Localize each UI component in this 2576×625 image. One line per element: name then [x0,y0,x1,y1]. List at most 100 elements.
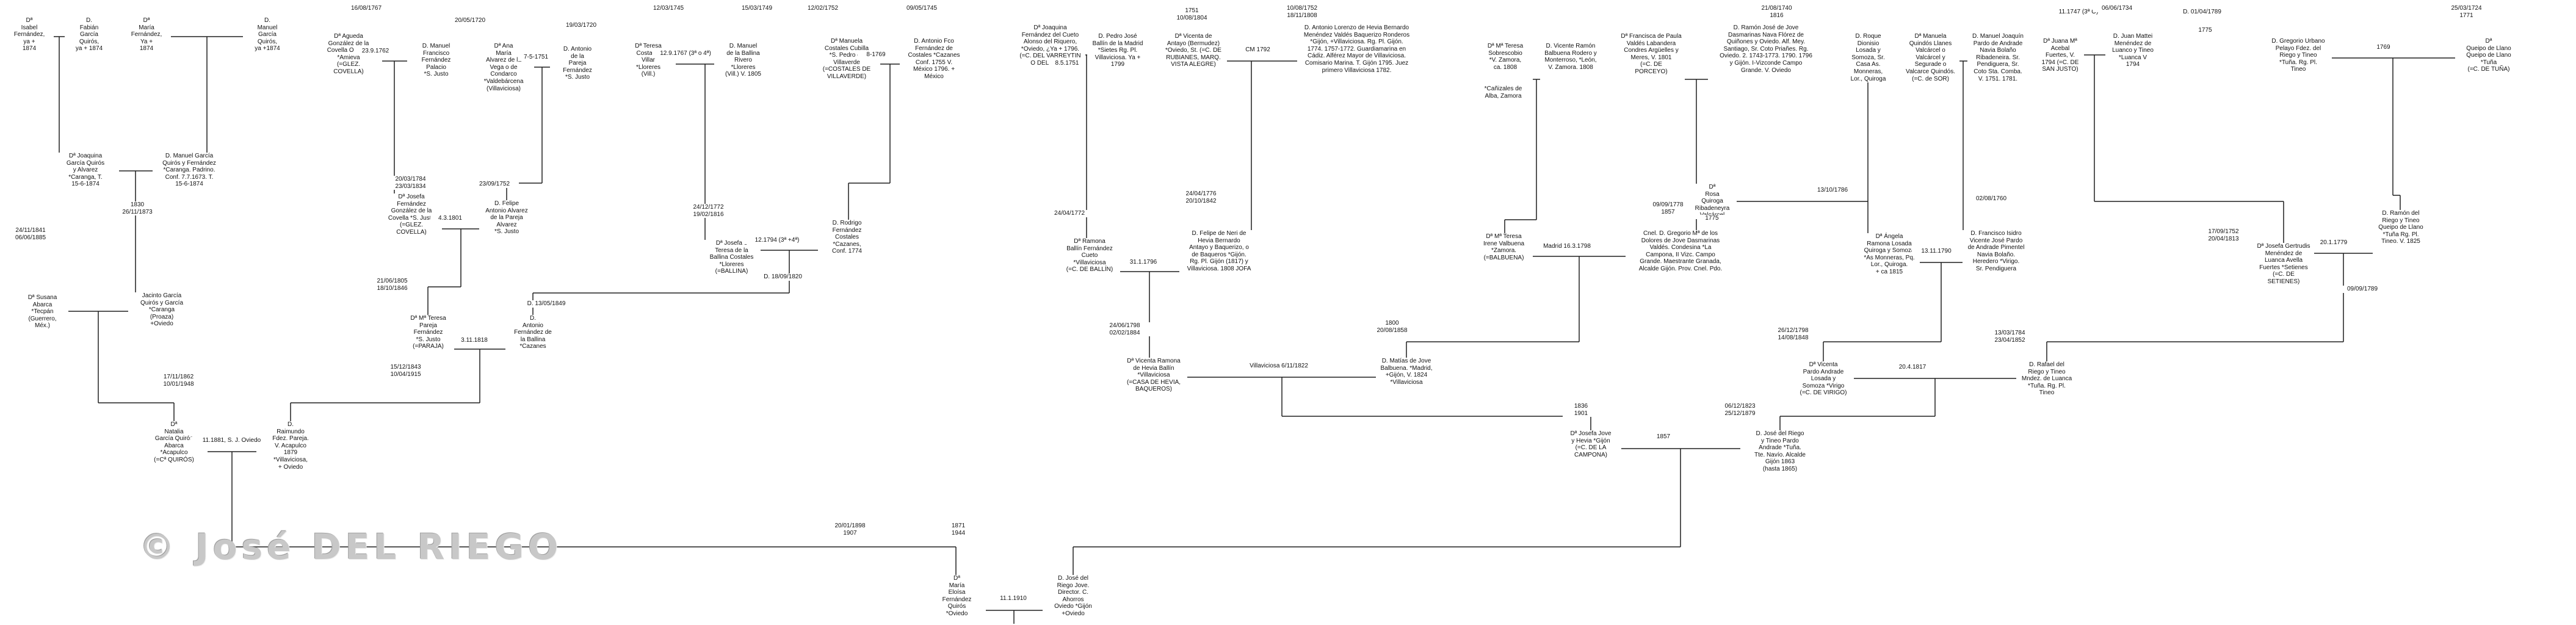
date-label: 4.3.1801 [430,215,470,222]
person-node-pedro-jose-ballin: D. Pedro José Ballín de la Madrid *Siete… [1087,33,1148,68]
date-label: 8.5.1751 [1049,60,1085,67]
date-label: 16/08/1767 [342,5,391,12]
date-label: 8-1769 [858,51,894,59]
person-node-josefa-teresa-ballina-costales: Dª Josefa o Teresa de la Ballina Costale… [703,240,761,275]
person-node-teresa-pareja-fernandez: Dª Mª Teresa Pareja Fernández *S. Justo … [402,315,454,350]
person-node-maria-fernandez: Dª María Fernández, Ya + 1874 [122,17,171,52]
person-node-vicente-ramon-balbuena: D. Vicente Ramón Balbuena Rodero y Monte… [1540,43,1601,71]
person-node-antonio-fco-fernandez-costales: D. Antonio Fco Fernández de Costales *Ca… [900,38,968,81]
date-label: 09/09/1789 [2338,286,2387,293]
date-label: D. 01/04/1789 [2173,9,2231,16]
person-node-jose-riego-jove: D. José del Riego Jove. Director. C. Aho… [1043,575,1104,618]
person-node-fabian-garcia-quiros: D. Fabián García Quirós, ya + 1874 [65,17,114,52]
person-node-francisco-isidro-pardo: D. Francisco Isidro Vicente José Pardo d… [1963,230,2030,273]
date-label: 20/05/1720 [446,17,494,24]
date-label: 09/09/1778 1857 [1642,201,1694,215]
date-label: 12.9.1767 (3ª o 4ª) [652,50,719,57]
date-label: 1751 10/08/1804 [1166,7,1218,21]
date-label: 15/12/1843 10/04/1915 [380,364,432,378]
person-node-felipe-alvarez-pareja: D. Felipe Antonio Alvarez de la Pareja A… [479,200,534,236]
person-node-jacinto-garcia-quiros: Jacinto García Quirós y García *Caranga … [128,292,195,328]
date-label: 24/06/1798 02/02/1884 [1099,322,1151,336]
person-node-vicenta-antayo: Dª Vicenta de Antayo (Bermudez) *Oviedo,… [1160,33,1227,68]
person-node-teresa-irene-valbuena: Dª Mª Teresa Irene Valbuena *Zamora. (=B… [1475,233,1533,262]
date-label: 21/08/1740 1816 [1751,5,1803,19]
date-label: 10/08/1752 18/11/1808 [1275,5,1330,19]
person-node-felipe-neri-hevia: D. Felipe de Neri de Hevia Bernardo Anta… [1179,230,1259,273]
date-label: 09/05/1745 [897,5,946,12]
person-node-gregorio-jove-dasmarinas: Cnel. D. Gregorio Mª de los Dolores de J… [1626,230,1735,273]
date-label: CM 1792 [1238,46,1278,54]
date-label: 17/11/1862 10/01/1948 [153,374,204,388]
person-node-antonio-lorenzo-hevia: D. Antonio Lorenzo de Hevia Bernardo Men… [1297,24,1416,74]
date-label: 20.1.1779 [2312,239,2355,247]
date-label: 21/06/1805 18/10/1846 [366,278,418,292]
date-label: 1836 1901 [1563,403,1599,417]
person-node-ramona-ballin: Dª Ramona Ballín Fernández Cueto *Villav… [1059,238,1120,273]
date-label: *Cañizales de Alba, Zamora [1474,85,1532,99]
date-label: 1800 20/08/1858 [1366,320,1418,334]
date-label: 17/09/1752 20/04/1813 [2198,228,2249,242]
person-node-manuela-costales-cubilla: Dª Manuela Costales Cubilla *S. Pedro de… [813,38,880,81]
person-node-joaquina-fernandez-cueto: Dª Joaquina Fernández del Cueto Alonso d… [1015,24,1085,67]
date-label: 20/01/1898 1907 [824,522,876,536]
date-label: 7-5-1751 [518,54,554,61]
date-label: Madrid 16.3.1798 [1533,243,1601,250]
date-label: D. 18/09/1820 [754,273,812,281]
person-node-rodrigo-fernandez-costales: D. Rodrigo Fernández Costales *Cazanes, … [818,220,876,255]
date-label: 13/10/1786 [1808,187,1857,194]
date-label: 13/03/1784 23/04/1852 [1984,330,2036,344]
date-label: 24/12/1772 19/02/1816 [682,204,734,218]
person-node-ana-maria-alvarez-vega: Dª Ana María Alvarez de la Vega o de Con… [473,43,534,93]
date-label: 25/03/1724 1771 [2440,5,2492,19]
person-node-raimundo-fdez-pareja: D. Raimundo Fdez. Pareja. V. Acapulco 18… [256,421,325,471]
date-label: 1830 26/11/1873 [113,201,162,215]
date-label: 1775 [2191,27,2219,34]
person-node-francisca-paula-valdes: Dª Francisca de Paula Valdés Labandera C… [1618,33,1685,76]
date-label: 20/03/1784 23/03/1834 [385,176,436,190]
date-label: 1871 1944 [940,522,977,536]
person-node-rosa-quiroga: Dª Rosa Quiroga Ribadeneyra Valcárcel [1688,184,1737,219]
date-label: 06/12/1823 25/12/1879 [1714,403,1766,417]
date-label: 06/06/1734 [2093,5,2141,12]
date-label: 1775 [1698,215,1726,222]
person-node-roque-dionisio-losada: D. Roque Dionisio Losada y Somoza, Sr. C… [1842,33,1894,83]
date-label: 23.9.1762 [354,48,397,55]
date-label: 1769 [2370,44,2397,51]
date-label: 12.1794 (3ª +4ª) [743,237,811,244]
person-node-gregorio-fdez-riego: D. Gregorio Urbano Pelayo Fdez. del Rieg… [2265,38,2332,73]
person-node-manuela-quindos: Dª Manuela Quindós Llanes Valcárcel o Va… [1901,33,1959,83]
date-label: 24/11/1841 06/06/1885 [6,227,55,241]
person-node-manuel-fernandez-palacio: D. Manuel Francisco Fernández Palacio *S… [407,43,465,78]
person-node-josefa-gertrudis-menendez: Dª Josefa Gertrudis Menéndez de Luanca A… [2253,243,2314,286]
person-node-juana-acebal-fuertes: Dª Juana Mª Acebal Fuertes, V. 1794 (=C.… [2036,38,2084,73]
date-label: 11.1747 (3ª O) [2048,9,2109,16]
date-label: 24/04/1776 20/10/1842 [1175,190,1227,204]
person-node-antonio-pareja-fernandez: D. Antonio de la Pareja Fernández *S. Ju… [550,46,605,81]
person-node-teresa-sobrescobio: Dª Mª Teresa Sobrescobio *V. Zamora, ca.… [1478,43,1533,71]
person-node-vicenta-pardo-andrade: Dª Vicenta Pardo Andrade Losada y Somoza… [1793,361,1854,397]
date-label: 3.11.1818 [453,337,496,344]
person-node-josefa-jove-hevia: Dª Josefa Jove y Hevia *Gijón (=C. DE LA… [1560,430,1621,459]
person-node-jose-riego-tineo: D. José del Riego y Tineo Pardo Andrade … [1740,430,1820,473]
date-label: 13.11.1790 [1912,248,1961,255]
watermark: © José DEL RIEGO [139,526,563,568]
person-node-manuel-garcia-quiros-fernandez: D. Manuel García Quirós y Fernández *Car… [153,153,226,188]
person-node-maria-eloisa-fernandez: Dª María Eloísa Fernández Quirós *Oviedo [928,575,986,618]
date-label: 26/12/1798 14/08/1848 [1767,327,1819,341]
person-node-manuel-garcia-quiros: D. Manuel García Quirós, ya +1874 [243,17,292,52]
date-label: 11.1.1910 [989,595,1038,602]
person-node-antonio-fernandez-ballina: D. Antonio Fernández de la Ballina *Caza… [505,315,560,350]
date-label: 19/03/1720 [557,22,606,29]
date-label: 12/03/1745 [644,5,693,12]
date-label: 1857 [1648,433,1679,441]
person-node-queipo-de-llano: Dª Queipo de Llano Queipo de Llano *Tuña… [2455,38,2522,73]
person-node-angela-ramona-losada: Dª Ángela Ramona Losada Quiroga y Somoza… [1859,233,1920,276]
person-node-ramon-riego-tineo: D. Ramón del Riego y Tineo Queipo de Lla… [2373,210,2429,245]
person-node-teresa-costales-villar: Dª Teresa Costales Villar *Lloreres (Vil… [621,43,676,78]
person-node-vicenta-ramona-hevia-ballin: Dª Vicenta Ramona de Hevia Ballín *Villa… [1120,358,1187,393]
person-node-rafael-riego-tineo: D. Rafael del Riego y Tineo Mndez. de Lu… [2016,361,2077,397]
person-node-matias-jove-balbuena: D. Matías de Jove Balbuena. *Madrid, +Gi… [1376,358,1437,386]
date-label: 15/03/1749 [733,5,781,12]
